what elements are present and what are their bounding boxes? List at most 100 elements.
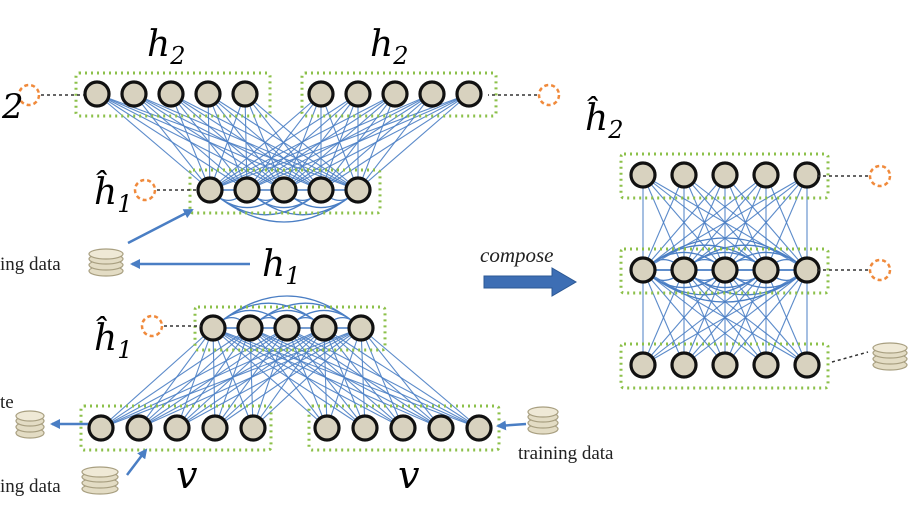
edge-right-top-mid <box>642 174 726 271</box>
node-h1-bottom <box>199 314 227 342</box>
node-v-right <box>313 414 341 442</box>
node-h1-top <box>307 176 335 204</box>
edge-h1-vleft <box>100 327 251 429</box>
node-right-top <box>711 161 739 189</box>
node-right-bottom <box>711 351 739 379</box>
label-v-right: v <box>398 453 420 497</box>
label-training-data-bottom-left: ing data <box>0 476 61 497</box>
db-top <box>81 466 119 478</box>
db-stack-bottom-left <box>81 466 119 495</box>
group-right-top <box>619 152 830 200</box>
db-top <box>15 410 45 422</box>
edge-h1-vright <box>286 327 328 429</box>
arrow-hhat1-input <box>127 208 194 245</box>
node-v-left <box>87 414 115 442</box>
edge-right-mid-bottom <box>724 269 808 366</box>
edge-h1-vleft <box>100 327 325 429</box>
edge-right-top-mid <box>765 174 808 271</box>
node-h1-top <box>270 176 298 204</box>
labels: 2 h2 h2 ĥ2 ĥ1 h1 ĥ1 v v compose ing data… <box>0 24 623 497</box>
label-training-data-mid-left: ing data <box>0 254 61 275</box>
node-h1-bottom <box>273 314 301 342</box>
node-right-mid <box>793 256 821 284</box>
node-right-top <box>629 161 657 189</box>
label-training-data-bottom-right: training data <box>518 443 614 464</box>
node-right-top <box>670 161 698 189</box>
label-h2-left: h2 <box>147 24 185 70</box>
group-right-mid <box>619 247 830 295</box>
node-h1-bottom <box>310 314 338 342</box>
edge-h1-vright <box>360 327 404 429</box>
node-v-left <box>201 414 229 442</box>
node-h1-bottom <box>236 314 264 342</box>
node-v-left <box>125 414 153 442</box>
node-right-mid <box>711 256 739 284</box>
node-h2-right <box>344 80 372 108</box>
edge-h2left-h1 <box>209 93 246 191</box>
db-stack-mid-left <box>88 248 124 277</box>
group-h1-top <box>188 168 382 215</box>
node-h2-right <box>381 80 409 108</box>
group-right-bottom <box>619 342 830 390</box>
edge-h1-vright <box>323 327 328 429</box>
node-right-bottom <box>670 351 698 379</box>
label-truncated-top: 2 <box>1 87 24 127</box>
dashed-db-connector <box>831 351 869 363</box>
node-v-right <box>389 414 417 442</box>
edge-right-mid-bottom <box>683 269 808 366</box>
label-h1-middle: h1 <box>262 244 300 290</box>
group-h2-right <box>300 71 498 118</box>
edge-h2left-h1 <box>96 93 211 191</box>
db-top <box>872 342 908 354</box>
edge-h1-vright <box>360 327 366 429</box>
edge-h2right-h1 <box>246 93 470 191</box>
edge-h2right-h1 <box>357 93 470 191</box>
label-hhat1-top: ĥ1 <box>94 171 132 218</box>
label-hhat1-bottom: ĥ1 <box>94 317 132 364</box>
node-h1-top <box>344 176 372 204</box>
side-unit-h1-top <box>133 178 157 202</box>
arrow-db-to-v-right <box>496 420 527 431</box>
group-h1-bottom <box>193 305 387 352</box>
node-right-mid <box>629 256 657 284</box>
side-unit-right-mid <box>868 258 892 282</box>
node-h2-left <box>120 80 148 108</box>
node-right-top <box>752 161 780 189</box>
edge-h2left-h1 <box>207 93 211 191</box>
node-right-bottom <box>793 351 821 379</box>
node-v-right <box>427 414 455 442</box>
edge-h2left-h1 <box>170 93 211 191</box>
node-v-left <box>239 414 267 442</box>
node-h2-left <box>83 80 111 108</box>
node-h2-right <box>455 80 483 108</box>
edge-h2right-h1 <box>209 93 470 191</box>
node-v-left <box>163 414 191 442</box>
training-data-stacks <box>15 248 908 495</box>
node-h2-right <box>307 80 335 108</box>
node-v-right <box>465 414 493 442</box>
edge-right-top-mid <box>642 174 767 271</box>
group-h2-left <box>74 71 272 118</box>
side-unit-h1-bottom <box>140 314 164 338</box>
edge-h1-vright <box>360 327 442 429</box>
group-v-left <box>79 404 273 452</box>
node-h2-left <box>231 80 259 108</box>
neuron-nodes <box>83 80 821 442</box>
edge-right-top-mid <box>683 174 808 271</box>
edge-right-mid-bottom <box>765 269 808 366</box>
edge-h2left-h1 <box>244 93 285 191</box>
label-v-left: v <box>176 453 198 497</box>
edge-h1-vright <box>326 327 362 429</box>
side-unit-right-top <box>868 164 892 188</box>
side-unit-h2-right <box>537 83 561 107</box>
edge-h1-vleft <box>100 327 362 429</box>
node-right-top <box>793 161 821 189</box>
edge-right-top-mid <box>642 174 685 271</box>
node-h1-top <box>196 176 224 204</box>
node-right-bottom <box>629 351 657 379</box>
node-h2-left <box>194 80 222 108</box>
node-right-bottom <box>752 351 780 379</box>
group-v-right <box>307 404 501 452</box>
db-top <box>88 248 124 260</box>
